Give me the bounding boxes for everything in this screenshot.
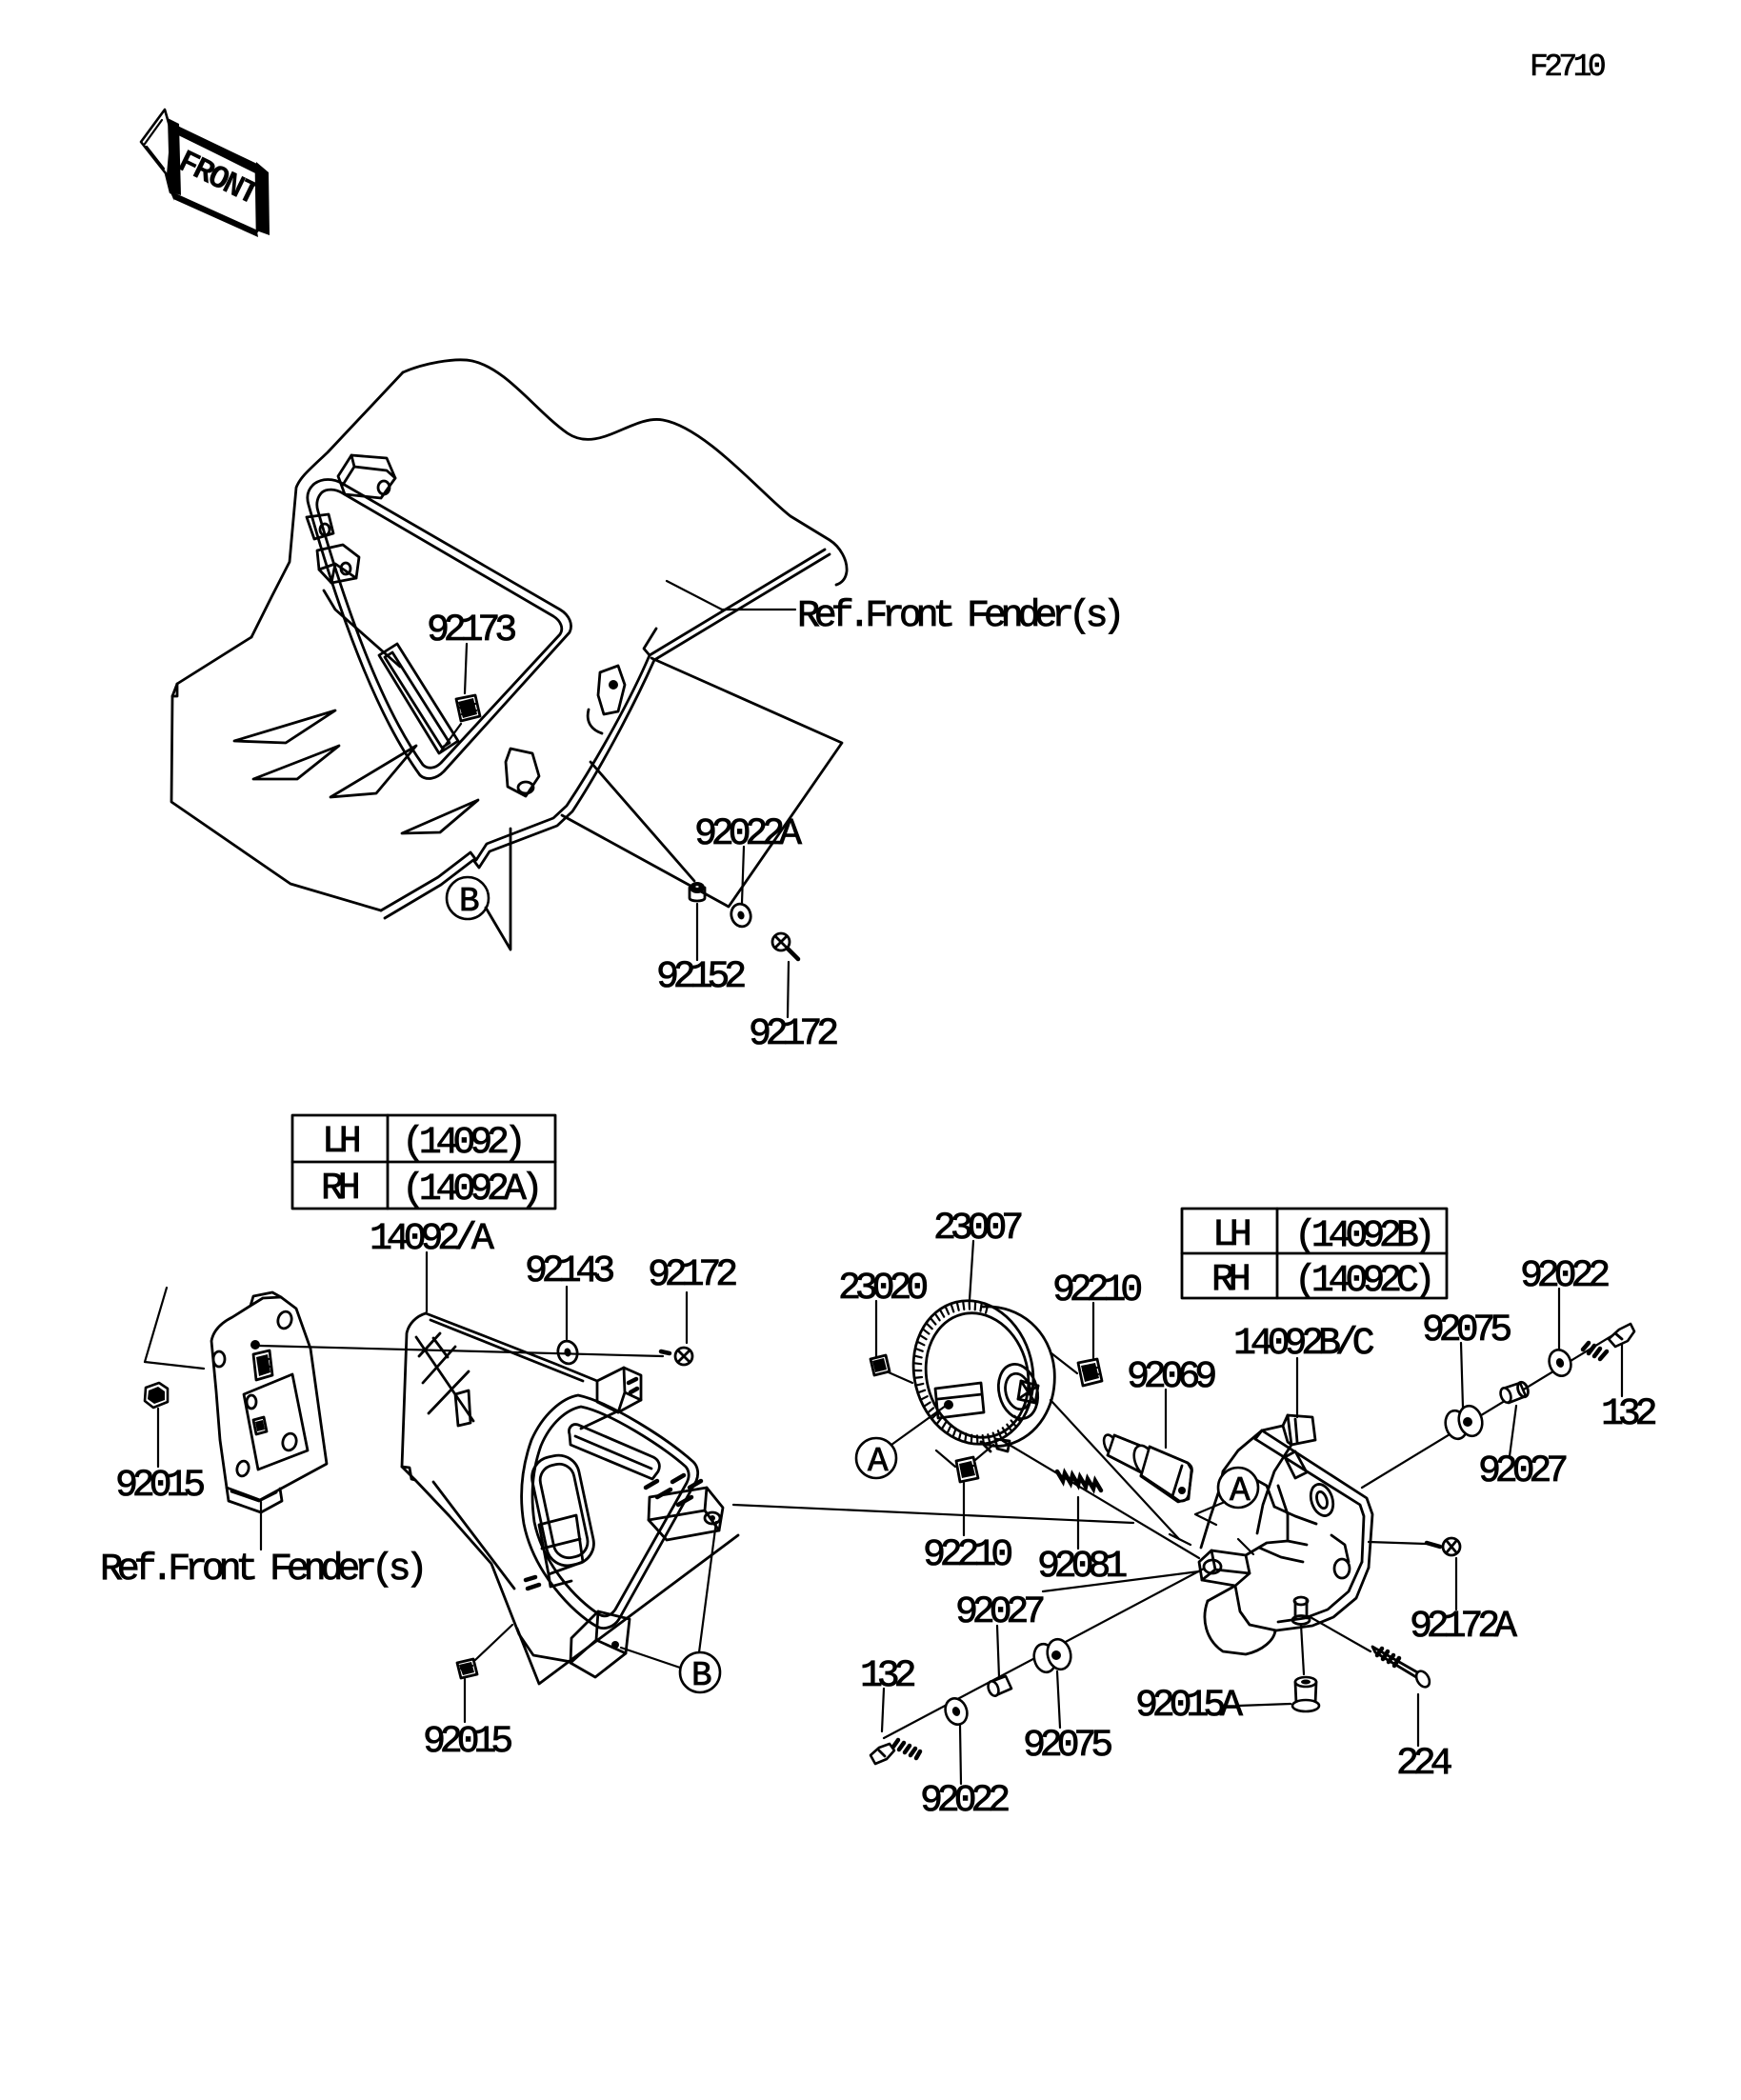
svg-text:92210: 92210	[923, 1534, 1011, 1577]
svg-text:23007: 23007	[933, 1208, 1021, 1250]
svg-text:(14092B): (14092B)	[1294, 1215, 1431, 1258]
svg-text:92210: 92210	[1052, 1270, 1141, 1312]
svg-text:92075: 92075	[1023, 1725, 1111, 1768]
svg-text:92015: 92015	[423, 1721, 511, 1764]
svg-text:(14092C): (14092C)	[1294, 1260, 1431, 1303]
svg-text:132: 132	[1601, 1393, 1656, 1436]
svg-text:92027: 92027	[1478, 1450, 1566, 1493]
svg-text:F2710: F2710	[1530, 50, 1605, 85]
svg-text:92143: 92143	[525, 1250, 613, 1293]
svg-text:RH: RH	[321, 1168, 358, 1210]
svg-text:132: 132	[860, 1655, 915, 1698]
svg-text:92173: 92173	[427, 610, 515, 652]
svg-text:Ref.Front Fender(s): Ref.Front Fender(s)	[797, 595, 1119, 638]
svg-text:Ref.Front Fender(s): Ref.Front Fender(s)	[100, 1549, 422, 1591]
svg-text:(14092): (14092)	[402, 1122, 521, 1165]
svg-text:14092B/C: 14092B/C	[1233, 1323, 1374, 1366]
svg-text:92152: 92152	[656, 956, 745, 999]
svg-text:23020: 23020	[838, 1268, 927, 1310]
svg-text:92027: 92027	[955, 1591, 1043, 1634]
svg-text:RH: RH	[1211, 1259, 1249, 1302]
svg-text:(14092A): (14092A)	[402, 1169, 538, 1211]
svg-text:92172: 92172	[648, 1254, 736, 1297]
svg-text:92022: 92022	[1520, 1255, 1609, 1298]
svg-text:92015: 92015	[115, 1465, 204, 1508]
svg-text:92075: 92075	[1422, 1310, 1511, 1352]
svg-text:14092/A: 14092/A	[370, 1218, 494, 1261]
svg-text:92172A: 92172A	[1410, 1606, 1517, 1649]
svg-text:LH: LH	[1212, 1214, 1250, 1257]
svg-text:LH: LH	[322, 1121, 359, 1164]
svg-text:92069: 92069	[1127, 1356, 1215, 1399]
svg-text:224: 224	[1396, 1743, 1451, 1786]
svg-text:92022: 92022	[920, 1780, 1009, 1823]
svg-text:92015A: 92015A	[1135, 1685, 1243, 1728]
svg-text:92172: 92172	[749, 1013, 837, 1056]
svg-text:92022A: 92022A	[694, 813, 802, 856]
